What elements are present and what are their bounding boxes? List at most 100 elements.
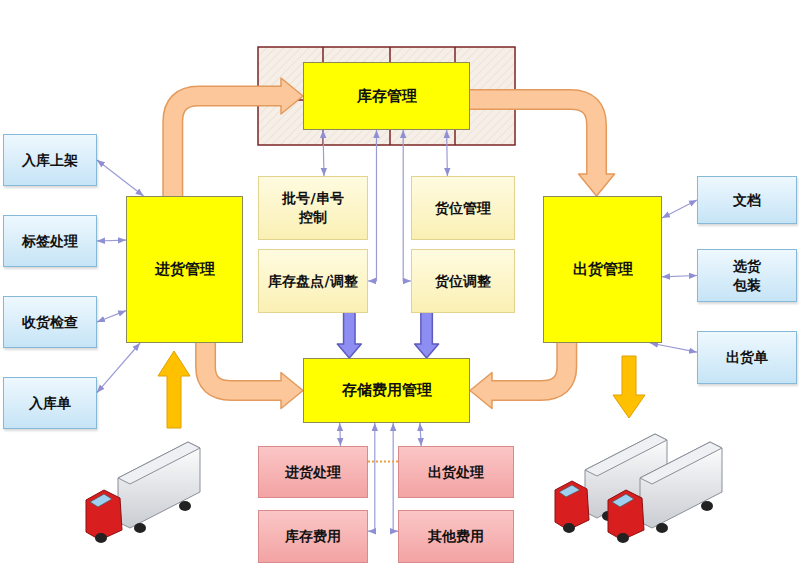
arrow-head xyxy=(470,373,492,409)
text-group: 其他费用 xyxy=(428,527,484,546)
text-group: 进货处理 xyxy=(285,463,341,482)
text-group: 出货单 xyxy=(726,348,768,367)
text-group: 库存费用 xyxy=(285,527,341,546)
document-box: 出货单 xyxy=(697,331,797,384)
thin-link xyxy=(97,160,144,196)
thin-connector xyxy=(97,160,144,196)
cost-box: 出货处理 xyxy=(398,446,514,498)
document-box: 收货检查 xyxy=(3,296,97,348)
thin-link xyxy=(322,130,324,176)
text-group: 批号/串号 控制 xyxy=(277,189,350,227)
thin-connector xyxy=(97,343,140,393)
text-group: 选货 包装 xyxy=(731,257,763,295)
box-label: 出货管理 xyxy=(573,259,633,279)
arrow-body xyxy=(206,343,282,391)
function-box: 批号/串号 控制 xyxy=(258,176,368,240)
arrow-outline xyxy=(206,343,282,391)
orange-connector xyxy=(470,343,567,409)
arrow-head xyxy=(337,344,361,358)
thin-connector xyxy=(97,311,126,322)
thin-link xyxy=(446,130,448,176)
thin-link xyxy=(662,200,697,218)
text-group: 收货检查 xyxy=(22,313,78,332)
box-label: 进货管理 xyxy=(155,259,215,279)
box-label: 货位管理 xyxy=(435,199,491,218)
process-box: 进货管理 xyxy=(126,196,243,343)
thin-link xyxy=(97,311,126,322)
cost-box: 其他费用 xyxy=(398,510,514,563)
thin-connector xyxy=(339,423,341,446)
blue-connector xyxy=(337,313,361,358)
thin-connector xyxy=(446,130,448,176)
box-label: 库存管理 xyxy=(357,86,417,106)
arrow-head xyxy=(415,344,439,358)
box-label: 库存费用 xyxy=(285,527,341,546)
thin-link xyxy=(368,423,375,531)
box-label: 标签处理 xyxy=(22,232,78,251)
document-box: 选货 包装 xyxy=(697,249,797,302)
document-box: 文档 xyxy=(697,176,797,224)
arrow-outline xyxy=(420,313,433,345)
thin-link xyxy=(403,130,411,281)
thin-link xyxy=(97,240,126,242)
thin-link xyxy=(97,343,140,393)
dot-connector xyxy=(368,461,398,462)
box-label: 库存盘点/调整 xyxy=(268,272,357,291)
text-group: 入库单 xyxy=(29,394,71,413)
thin-link xyxy=(662,276,697,277)
thin-connector xyxy=(368,130,376,281)
process-box: 出货管理 xyxy=(543,196,662,343)
thin-connector xyxy=(403,130,411,281)
thin-connector xyxy=(323,130,325,176)
inbound-arrow xyxy=(158,351,190,428)
orange-connector xyxy=(206,343,303,409)
arrow-head xyxy=(281,373,303,409)
text-group: 标签处理 xyxy=(22,232,78,251)
blue-connector xyxy=(415,313,439,358)
text-group: 存储费用管理 xyxy=(342,380,432,400)
text-group: 入库上架 xyxy=(22,151,78,170)
thin-link xyxy=(339,423,341,446)
arrow-body xyxy=(422,313,432,345)
box-label: 其他费用 xyxy=(428,527,484,546)
thin-connector xyxy=(662,276,697,277)
arrow-outline xyxy=(470,99,597,175)
outbound-trucks xyxy=(555,434,722,543)
function-box: 库存盘点/调整 xyxy=(258,249,368,313)
box-label: 出货处理 xyxy=(428,463,484,482)
arrow-head xyxy=(579,174,615,196)
document-box: 标签处理 xyxy=(3,215,97,267)
box-label: 存储费用管理 xyxy=(342,380,432,400)
box-label: 选货 包装 xyxy=(731,257,763,295)
box-label: 货位调整 xyxy=(435,272,491,291)
box-label: 出货单 xyxy=(726,348,768,367)
process-box: 库存管理 xyxy=(303,62,470,130)
cost-box: 进货处理 xyxy=(258,446,368,498)
box-label: 批号/串号 控制 xyxy=(277,189,350,227)
arrow-body xyxy=(470,99,597,175)
text-group: 进货管理 xyxy=(155,259,215,279)
function-box: 货位管理 xyxy=(411,176,515,240)
cost-box: 库存费用 xyxy=(258,510,368,563)
arrow-head xyxy=(281,78,303,114)
box-label: 入库上架 xyxy=(22,151,78,170)
text-group: 货位调整 xyxy=(435,272,491,291)
arrow-outline xyxy=(343,313,356,345)
thin-link xyxy=(420,423,421,446)
thin-link xyxy=(650,343,697,352)
inbound-truck xyxy=(86,442,200,543)
function-box: 货位调整 xyxy=(411,249,515,313)
text-group: 货位管理 xyxy=(435,199,491,218)
text-group: 库存管理 xyxy=(357,86,417,106)
dotted-link xyxy=(368,461,398,463)
outbound-arrow xyxy=(613,356,645,418)
process-box: 存储费用管理 xyxy=(303,358,470,423)
thin-connector xyxy=(97,240,126,242)
box-label: 收货检查 xyxy=(22,313,78,332)
thin-connector xyxy=(420,423,421,446)
arrow-body xyxy=(344,313,354,345)
document-box: 入库单 xyxy=(3,377,97,429)
thin-connector xyxy=(662,200,697,218)
